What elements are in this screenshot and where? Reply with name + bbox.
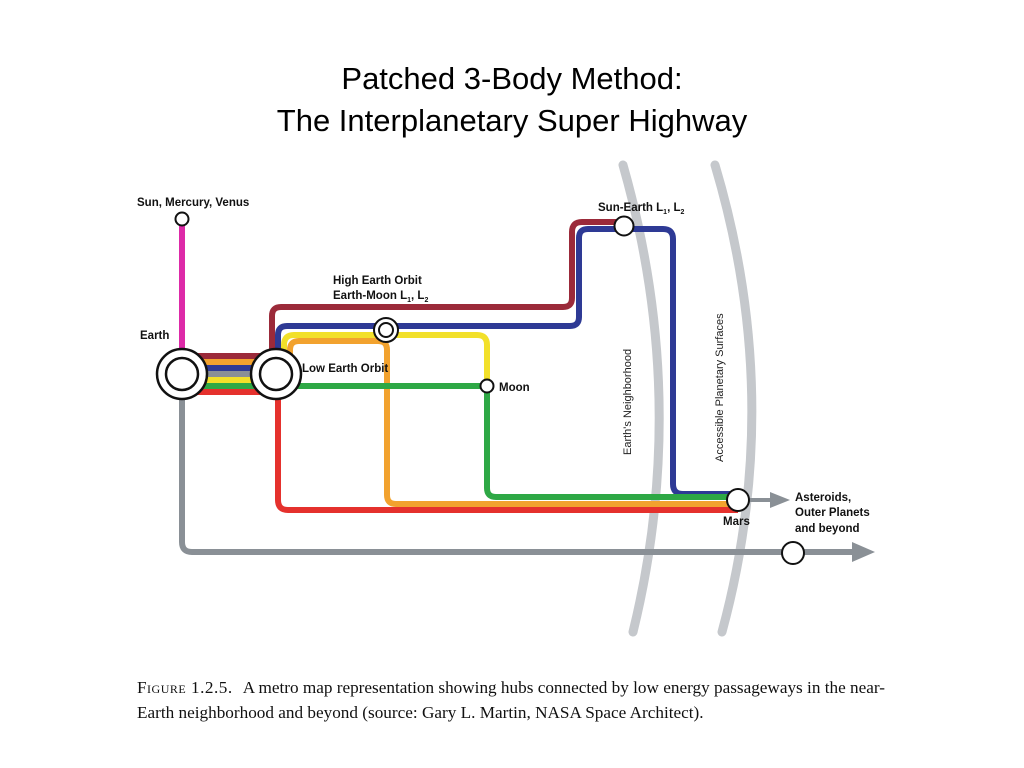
- station-beyond: [781, 541, 805, 565]
- label-sun-earth-l: Sun-Earth L1, L2: [598, 202, 685, 216]
- figure-label: Figure 1.2.5.: [137, 678, 233, 697]
- slide-title: Patched 3-Body Method: The Interplanetar…: [0, 58, 1024, 142]
- arrow-head-lower: [852, 542, 875, 562]
- label-sun-mercury-venus: Sun, Mercury, Venus: [137, 197, 249, 209]
- station-low-earth-orbit: [249, 347, 303, 401]
- station-sun-earth-l: [613, 215, 635, 237]
- title-line-2: The Interplanetary Super Highway: [276, 103, 748, 138]
- station-earth: [155, 347, 209, 401]
- title-line-1: Patched 3-Body Method:: [341, 61, 683, 96]
- figure-caption: Figure 1.2.5.A metro map representation …: [137, 675, 887, 725]
- label-high-earth-orbit: High Earth Orbit: [333, 275, 422, 287]
- label-earth-moon-l: Earth-Moon L1, L2: [333, 290, 428, 304]
- station-earth-moon-l: [373, 317, 399, 343]
- zone-boundary-accessible-surfaces: [710, 160, 757, 637]
- label-accessible-surfaces: Accessible Planetary Surfaces: [714, 313, 726, 462]
- label-earths-neighborhood: Earth's Neighborhood: [622, 349, 634, 455]
- route-gray: [179, 376, 855, 555]
- label-beyond-1: Asteroids,: [795, 492, 851, 504]
- label-earth: Earth: [140, 330, 169, 342]
- route-red: [275, 392, 738, 513]
- route-green: [276, 383, 738, 500]
- route-maroon: [269, 219, 624, 360]
- label-moon: Moon: [499, 382, 530, 394]
- label-beyond-2: Outer Planets: [795, 507, 870, 519]
- route-orange: [287, 338, 738, 507]
- route-navy: [275, 226, 738, 497]
- station-moon: [479, 378, 495, 394]
- label-mars: Mars: [723, 516, 750, 528]
- label-low-earth-orbit: Low Earth Orbit: [302, 363, 388, 375]
- station-sun-mercury-venus: [174, 211, 190, 227]
- label-beyond-3: and beyond: [795, 523, 860, 535]
- figure-caption-text: A metro map representation showing hubs …: [137, 678, 885, 722]
- station-mars: [726, 488, 750, 512]
- arrow-head-upper: [770, 492, 790, 508]
